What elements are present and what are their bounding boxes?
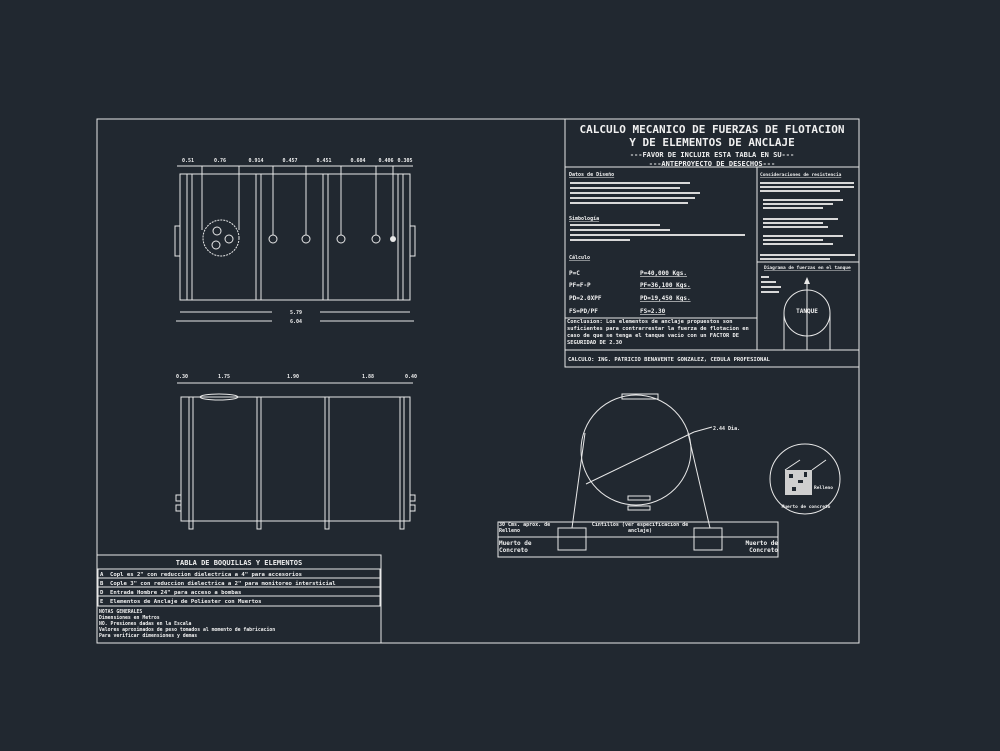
elevation-view: 0.30 1.75 1.90 1.88 0.40 bbox=[175, 374, 417, 530]
overall-dim: 5.79 bbox=[290, 310, 302, 316]
plan-view: 0.51 0.76 0.914 0.457 0.451 0.604 0.406 … bbox=[174, 158, 416, 325]
dim-label: 1.88 bbox=[362, 374, 374, 380]
deadman-right-label: Muerto de Concreto bbox=[745, 540, 778, 554]
calc-result: P=40,000 Kgs. bbox=[640, 270, 687, 277]
diameter-label: 2.44 Dia. bbox=[713, 426, 740, 432]
title-line1: CALCULO MECANICO DE FUERZAS DE FLOTACION bbox=[580, 123, 845, 136]
calc-result: FS=2.30 bbox=[640, 308, 666, 315]
dim-label: 1.75 bbox=[218, 374, 230, 380]
dim-label: 0.406 bbox=[378, 158, 393, 164]
calc-formula: FS=PD/PF bbox=[569, 308, 598, 315]
section-forces: Diagrama de fuerzas en el tanque bbox=[764, 265, 851, 271]
detail-label: Relleno bbox=[814, 485, 833, 491]
dim-label: 0.305 bbox=[397, 158, 412, 164]
section-resistance: Consideraciones de resistencia bbox=[760, 172, 842, 178]
note-line: NOTAS GENERALES bbox=[99, 609, 142, 615]
calc-formula: P=C bbox=[569, 270, 580, 277]
title-line2: Y DE ELEMENTOS DE ANCLAJE bbox=[629, 136, 795, 149]
dim-label: 0.76 bbox=[214, 158, 226, 164]
calc-formula: PD=2.0XPF bbox=[569, 295, 602, 302]
detail-bottom-label: Muerto de concreto bbox=[782, 504, 831, 510]
section-design: Datos de Diseño bbox=[569, 172, 614, 178]
row-key: A bbox=[100, 572, 104, 578]
title-block: CALCULO MECANICO DE FUERZAS DE FLOTACION… bbox=[564, 118, 860, 368]
detail-bubble: Relleno Muerto de concreto bbox=[769, 443, 841, 515]
fittings-table: TABLA DE BOQUILLAS Y ELEMENTOS A Copl es… bbox=[96, 554, 382, 644]
calculated-by: CALCULO: ING. PATRICIO BENAVENTE GONZALE… bbox=[568, 357, 771, 363]
subtitle-line2: ---ANTEPROYECTO DE DESECHOS--- bbox=[649, 160, 775, 168]
calc-formula: PF=F-P bbox=[569, 282, 591, 289]
nozzle-icons bbox=[268, 234, 396, 244]
note-line: Valores aproximados de peso tomados al m… bbox=[99, 627, 275, 633]
note-line: Para verificar dimensiones y demas bbox=[99, 633, 197, 639]
row-key: D bbox=[100, 590, 104, 596]
dim-label: 0.451 bbox=[316, 158, 331, 164]
dim-label: 0.30 bbox=[176, 374, 188, 380]
row-text: Elementos de Anclaje de Poliester con Mu… bbox=[110, 598, 262, 605]
backfill-label: 30 Cms. aprox. de Relleno bbox=[499, 522, 551, 534]
strap-label: Cintillos (ver especificacion de anclaje… bbox=[591, 522, 689, 534]
calc-result: PF=36,100 Kgs. bbox=[640, 282, 691, 289]
overall-dim: 6.04 bbox=[290, 319, 302, 325]
tank-label: TANQUE bbox=[796, 308, 818, 315]
dim-label: 0.40 bbox=[405, 374, 417, 380]
dim-label: 0.51 bbox=[182, 158, 194, 164]
table-title: TABLA DE BOQUILLAS Y ELEMENTOS bbox=[176, 559, 302, 567]
dim-label: 0.604 bbox=[350, 158, 365, 164]
row-key: B bbox=[100, 581, 104, 587]
deadman-left-label: Muerto de Concreto bbox=[499, 540, 532, 554]
note-line: Dimensiones en Metros bbox=[99, 615, 160, 621]
dim-label: 0.457 bbox=[282, 158, 297, 164]
sheet-border bbox=[96, 118, 860, 644]
subtitle-line1: ---FAVOR DE INCLUIR ESTA TABLA EN SU--- bbox=[630, 151, 794, 159]
note-line: NO. Presiones dadas en la Escala bbox=[99, 621, 192, 627]
dim-label: 1.90 bbox=[287, 374, 299, 380]
calc-rows: P=C P=40,000 Kgs. PF=F-P PF=36,100 Kgs. … bbox=[569, 270, 691, 315]
conclusion-text: Conclusion: Los elementos de anclaje pro… bbox=[567, 319, 749, 346]
row-text: Cople 3" con reduccion dielectrica a 2" … bbox=[110, 581, 336, 587]
manway-icon bbox=[202, 219, 240, 257]
row-key: E bbox=[100, 599, 103, 605]
dim-label: 0.914 bbox=[248, 158, 263, 164]
row-text: Copl es 2" con reduccion dielectrica a 4… bbox=[110, 572, 302, 578]
row-text: Entrada Hombre 24" para acceso a bombas bbox=[110, 590, 241, 596]
section-calc: Cálculo bbox=[569, 254, 590, 261]
section-view: 2.44 Dia. 30 Cms. aprox. de Relleno Cint… bbox=[497, 393, 841, 558]
calc-result: PD=19,450 Kgs. bbox=[640, 295, 691, 302]
section-symbols: Simbología bbox=[569, 215, 599, 222]
force-diagram: TANQUE bbox=[761, 276, 831, 350]
